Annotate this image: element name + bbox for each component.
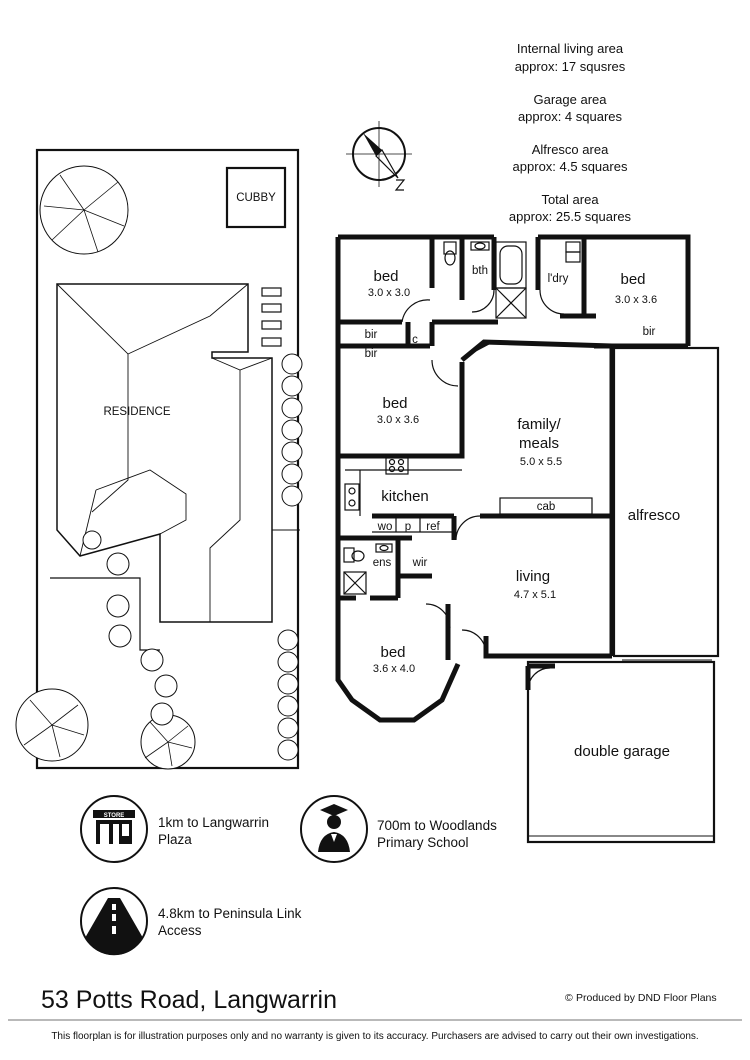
tree-icon <box>39 165 129 255</box>
disclaimer: This floorplan is for illustration purpo… <box>51 1031 698 1042</box>
bed2-name: bed <box>620 271 645 288</box>
internal-area-value: approx: 17 squsres <box>515 59 626 74</box>
garage-area-value: approx: 4 squares <box>518 109 623 124</box>
bed1-name: bed <box>373 268 398 285</box>
bir2-label: bir <box>365 348 378 360</box>
room-labels: bed 3.0 x 3.0 bth l'dry bed 3.0 x 3.6 bi… <box>365 265 681 760</box>
alfresco-label: alfresco <box>628 507 681 524</box>
wir-label: wir <box>412 557 428 569</box>
total-area-value: approx: 25.5 squares <box>509 209 632 224</box>
garden-steps <box>261 287 282 347</box>
garage-area-label: Garage area <box>534 92 608 107</box>
ensuite-label: ens <box>373 557 392 569</box>
bed2-dims: 3.0 x 3.6 <box>615 294 657 306</box>
family-dims: 5.0 x 5.5 <box>520 456 562 468</box>
wo-label: wo <box>377 521 393 533</box>
school-line2: Primary School <box>377 835 469 850</box>
garage-label: double garage <box>574 743 670 760</box>
family-name-line2: meals <box>519 435 559 452</box>
store-icon: STORE <box>80 795 148 863</box>
bed3-dims: 3.0 x 3.6 <box>377 414 419 426</box>
ref-label: ref <box>426 521 440 533</box>
hedge-row <box>82 353 303 761</box>
store-line2: Plaza <box>158 832 192 847</box>
living-dims: 4.7 x 5.1 <box>514 589 556 601</box>
amenity-store: STORE 1km to Langwarrin Plaza <box>80 795 269 863</box>
area-summary: Internal living area approx: 17 squsres … <box>509 41 632 224</box>
family-name-line1: family/ <box>517 416 561 433</box>
fixtures <box>339 241 687 655</box>
credit-text: Produced by DND Floor Plans <box>576 992 717 1004</box>
bed4-name: bed <box>380 644 405 661</box>
tree-icon <box>140 714 196 770</box>
bed3-name: bed <box>382 395 407 412</box>
alfresco-area-label: Alfresco area <box>532 142 609 157</box>
site-plan: CUBBY RESIDENCE <box>15 148 303 770</box>
pantry-label: p <box>405 521 411 533</box>
north-compass-icon <box>346 121 412 191</box>
alfresco-slab <box>612 346 720 658</box>
laundry-label: l'dry <box>548 273 569 285</box>
bed4-dims: 3.6 x 4.0 <box>373 663 415 675</box>
bir1-label: bir <box>365 329 378 341</box>
graduate-icon <box>300 795 368 863</box>
residence-label: RESIDENCE <box>103 406 170 418</box>
garden-path <box>50 577 160 651</box>
bath-label: bth <box>472 265 488 277</box>
living-name: living <box>516 568 550 585</box>
bir3-label: bir <box>643 326 656 338</box>
garage-outline <box>526 660 716 844</box>
alfresco-area-value: approx: 4.5 squares <box>513 159 628 174</box>
road-line2: Access <box>158 923 202 938</box>
total-area-label: Total area <box>541 192 599 207</box>
kitchen-label: kitchen <box>381 488 429 505</box>
property-address: 53 Potts Road, Langwarrin <box>41 986 337 1014</box>
road-icon <box>80 887 148 956</box>
copyright-icon: © <box>565 992 573 1004</box>
store-line1: 1km to Langwarrin <box>158 815 269 830</box>
tree-icon <box>15 688 89 762</box>
cupboard-label: c <box>412 334 418 346</box>
house-walls <box>335 234 691 723</box>
amenity-road: 4.8km to Peninsula Link Access <box>80 887 302 956</box>
school-line1: 700m to Woodlands <box>377 818 497 833</box>
cubby-label: CUBBY <box>236 192 276 204</box>
residence-roof <box>56 283 300 623</box>
garage-door-swing <box>527 667 551 691</box>
amenity-school: 700m to Woodlands Primary School <box>300 795 497 863</box>
cab-label: cab <box>537 501 556 513</box>
road-line1: 4.8km to Peninsula Link <box>158 906 302 921</box>
internal-area-label: Internal living area <box>517 41 624 56</box>
credit: © Produced by DND Floor Plans <box>565 992 717 1004</box>
cubby-building <box>225 166 287 229</box>
store-sign-text: STORE <box>104 813 125 819</box>
bed1-dims: 3.0 x 3.0 <box>368 287 410 299</box>
